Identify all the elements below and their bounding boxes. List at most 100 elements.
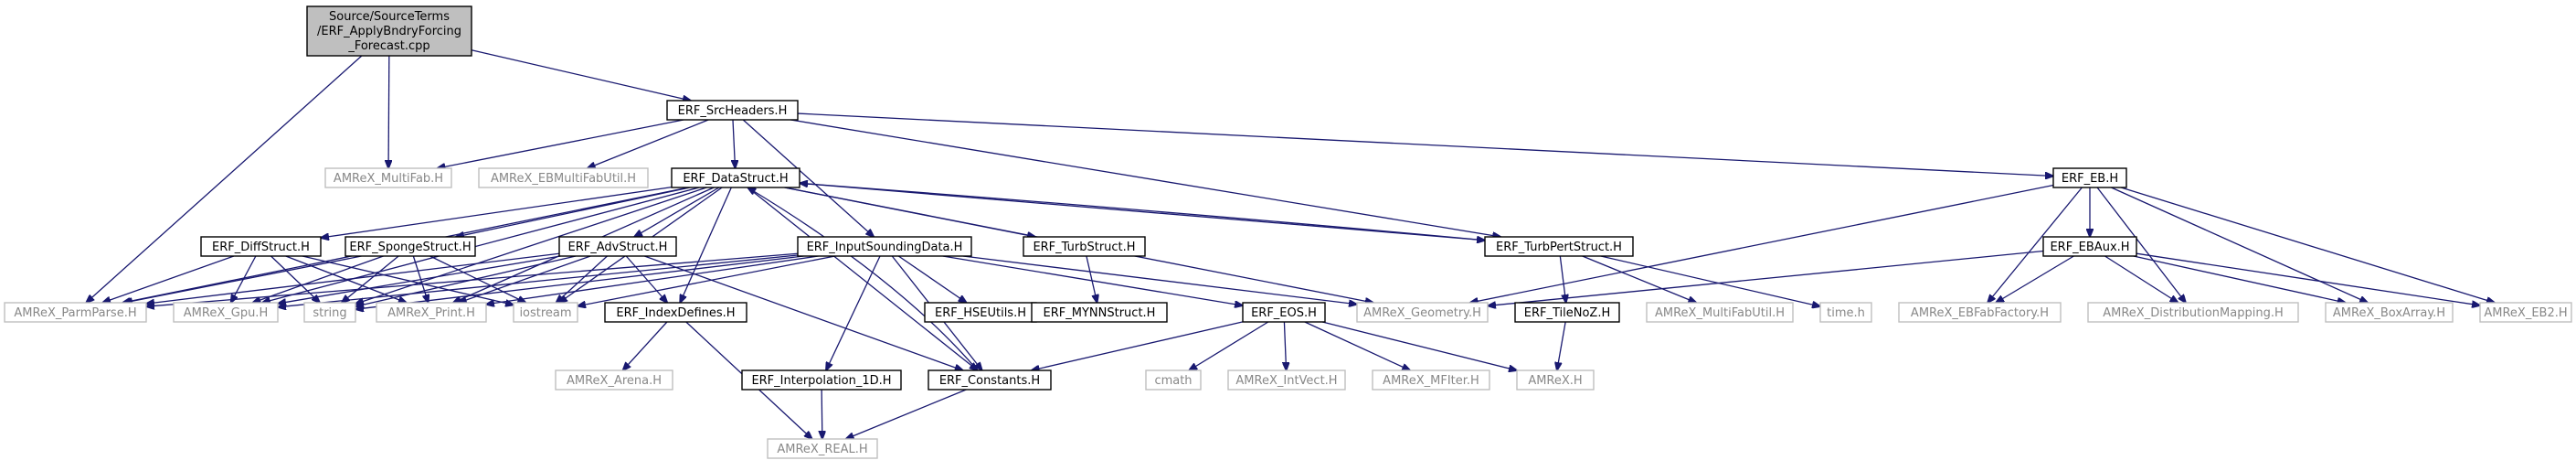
node-EBAux[interactable]: ERF_EBAux.H xyxy=(2042,236,2137,257)
node-SrcHeaders[interactable]: ERF_SrcHeaders.H xyxy=(666,100,799,121)
edge-EBAux-to-Geometry xyxy=(1488,250,2044,306)
node-SpongeStruct[interactable]: ERF_SpongeStruct.H xyxy=(345,236,476,257)
node-ParmParse: AMReX_ParmParse.H xyxy=(4,302,147,323)
node-Geometry: AMReX_Geometry.H xyxy=(1356,302,1489,323)
node-box-Constants[interactable] xyxy=(928,369,1052,391)
node-DiffStruct[interactable]: ERF_DiffStruct.H xyxy=(200,236,322,257)
edge-InputSoundingData-to-HSEUtils xyxy=(897,255,966,303)
node-box-TurbStruct[interactable] xyxy=(1023,236,1146,257)
edge-DataStruct-to-IndexDefines xyxy=(680,187,732,303)
node-TurbPertStruct[interactable]: ERF_TurbPertStruct.H xyxy=(1484,236,1634,257)
node-label-timeh: time.h xyxy=(1827,306,1865,320)
edge-root-to-MultiFab xyxy=(388,55,389,168)
node-AdvStruct[interactable]: ERF_AdvStruct.H xyxy=(558,236,677,257)
node-label-EBMultiFabUtil: AMReX_EBMultiFabUtil.H xyxy=(491,172,636,186)
node-box-DiffStruct[interactable] xyxy=(200,236,322,257)
edge-root-to-ParmParse xyxy=(86,55,363,303)
node-box-iostream xyxy=(513,302,578,323)
node-box-EB[interactable] xyxy=(2052,167,2127,188)
edge-EBAux-to-EBFabFactory xyxy=(1996,255,2074,303)
node-layer: Source/SourceTerms/ERF_ApplyBndryForcing… xyxy=(4,5,2572,459)
node-MYNNStruct[interactable]: ERF_MYNNStruct.H xyxy=(1031,302,1168,323)
node-label-AMReXH: AMReX.H xyxy=(1528,374,1582,388)
node-label-Geometry: AMReX_Geometry.H xyxy=(1363,306,1481,320)
node-label-EB2: AMReX_EB2.H xyxy=(2484,306,2567,320)
node-box-IndexDefines[interactable] xyxy=(604,302,747,323)
edge-DiffStruct-to-string xyxy=(270,255,320,303)
node-box-Print xyxy=(376,302,487,323)
node-box-REAL xyxy=(767,438,878,459)
node-InputSoundingData[interactable]: ERF_InputSoundingData.H xyxy=(797,236,972,257)
edge-EBAux-to-EB2 xyxy=(2136,252,2480,305)
edge-SrcHeaders-to-MultiFab xyxy=(437,119,684,168)
node-Gpu: AMReX_Gpu.H xyxy=(173,302,279,323)
edge-EBAux-to-DistributionMapping xyxy=(2104,255,2178,303)
node-box-AdvStruct[interactable] xyxy=(558,236,677,257)
node-box-TurbPertStruct[interactable] xyxy=(1484,236,1634,257)
node-cmath: cmath xyxy=(1145,369,1202,391)
node-EBMultiFabUtil: AMReX_EBMultiFabUtil.H xyxy=(478,167,649,188)
edge-InputSoundingData-to-Print xyxy=(486,255,819,305)
edge-EOS-to-cmath xyxy=(1189,321,1269,370)
edge-TileNoZ-to-AMReXH xyxy=(1557,321,1566,370)
edge-DataStruct-to-TurbPertStruct xyxy=(799,182,1485,240)
edge-SrcHeaders-to-InputSoundingData xyxy=(742,119,874,237)
edge-EBAux-to-BoxArray xyxy=(2133,255,2346,303)
node-label-SrcHeaders: ERF_SrcHeaders.H xyxy=(678,104,788,118)
node-box-EBFabFactory xyxy=(1898,302,2062,323)
edge-SpongeStruct-to-Gpu xyxy=(252,255,384,303)
edge-SpongeStruct-to-ParmParse xyxy=(124,255,362,303)
node-label-AdvStruct: ERF_AdvStruct.H xyxy=(568,241,668,254)
edge-EB-to-EBFabFactory xyxy=(1988,187,2083,303)
node-box-EBAux[interactable] xyxy=(2042,236,2137,257)
node-box-SpongeStruct[interactable] xyxy=(345,236,476,257)
node-HSEUtils[interactable]: ERF_HSEUtils.H xyxy=(924,302,1037,323)
node-label-Print: AMReX_Print.H xyxy=(387,306,475,320)
edge-EOS-to-AMReXH xyxy=(1321,321,1517,370)
node-label-Constants: ERF_Constants.H xyxy=(939,374,1040,388)
node-label-MYNNStruct: ERF_MYNNStruct.H xyxy=(1044,306,1156,320)
edge-TurbStruct-to-MYNNStruct xyxy=(1086,255,1097,303)
edge-EOS-to-MFIter xyxy=(1304,321,1410,370)
edge-AdvStruct-to-IndexDefines xyxy=(625,255,667,303)
node-box-TileNoZ[interactable] xyxy=(1514,302,1620,323)
node-label-MultiFabUtil: AMReX_MultiFabUtil.H xyxy=(1655,306,1785,320)
edge-InputSoundingData-to-iostream xyxy=(578,255,836,306)
node-IndexDefines[interactable]: ERF_IndexDefines.H xyxy=(604,302,747,323)
edge-DataStruct-to-AdvStruct xyxy=(634,187,720,237)
node-label-BoxArray: AMReX_BoxArray.H xyxy=(2333,306,2445,320)
node-iostream: iostream xyxy=(513,302,578,323)
node-box-IntVect xyxy=(1227,369,1346,391)
node-BoxArray: AMReX_BoxArray.H xyxy=(2325,302,2454,323)
edge-SpongeStruct-to-string xyxy=(342,255,399,303)
node-Interpolation1D[interactable]: ERF_Interpolation_1D.H xyxy=(741,369,902,391)
node-TurbStruct[interactable]: ERF_TurbStruct.H xyxy=(1023,236,1146,257)
node-EB2: AMReX_EB2.H xyxy=(2479,302,2572,323)
edge-DataStruct-to-string xyxy=(355,187,707,304)
root-file-label-line: /ERF_ApplyBndryForcing xyxy=(317,25,461,38)
node-EB[interactable]: ERF_EB.H xyxy=(2052,167,2127,188)
edge-root-to-SrcHeaders xyxy=(471,49,691,101)
edge-InputSoundingData-to-Geometry xyxy=(962,255,1357,305)
node-box-SrcHeaders[interactable] xyxy=(666,100,799,121)
node-TileNoZ[interactable]: ERF_TileNoZ.H xyxy=(1514,302,1620,323)
node-timeh: time.h xyxy=(1819,302,1872,323)
node-box-Interpolation1D[interactable] xyxy=(741,369,902,391)
node-box-MYNNStruct[interactable] xyxy=(1031,302,1168,323)
node-label-InputSoundingData: ERF_InputSoundingData.H xyxy=(807,241,963,254)
edge-EB-to-Geometry xyxy=(1470,184,2054,303)
edge-DiffStruct-to-ParmParse xyxy=(102,255,235,303)
root-file-node: Source/SourceTerms/ERF_ApplyBndryForcing… xyxy=(306,5,472,57)
node-box-InputSoundingData[interactable] xyxy=(797,236,972,257)
node-box-DataStruct[interactable] xyxy=(671,167,800,188)
edge-SrcHeaders-to-EBMultiFabUtil xyxy=(588,119,709,168)
edge-InputSoundingData-to-Interpolation1D xyxy=(826,255,881,370)
node-EOS[interactable]: ERF_EOS.H xyxy=(1242,302,1326,323)
node-Constants[interactable]: ERF_Constants.H xyxy=(928,369,1052,391)
edge-Constants-to-DataStruct xyxy=(747,187,979,371)
node-DataStruct[interactable]: ERF_DataStruct.H xyxy=(671,167,800,188)
node-box-EOS[interactable] xyxy=(1242,302,1326,323)
node-label-ParmParse: AMReX_ParmParse.H xyxy=(14,306,136,320)
node-box-Geometry xyxy=(1356,302,1489,323)
node-box-ParmParse xyxy=(4,302,147,323)
